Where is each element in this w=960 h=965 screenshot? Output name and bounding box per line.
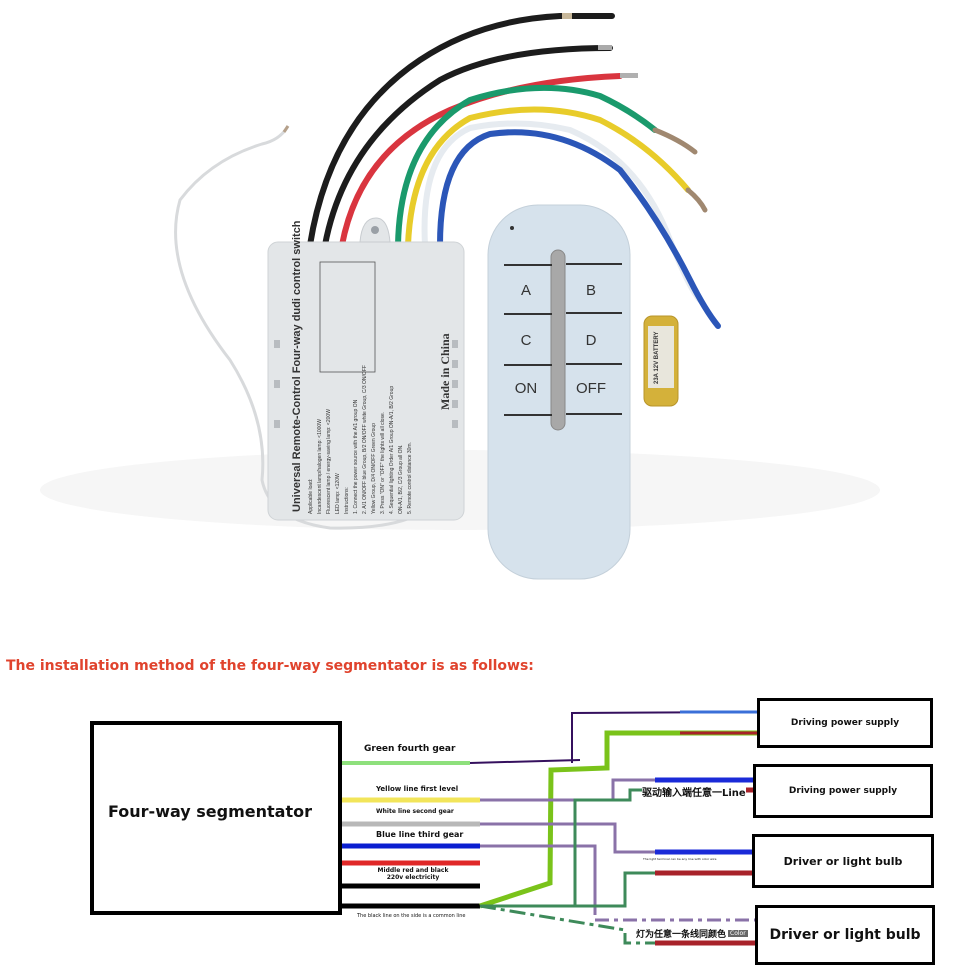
yellow-wire-tip xyxy=(685,187,708,213)
remote-led xyxy=(510,226,514,230)
remote-button-d: D xyxy=(585,332,597,349)
module-made-in: Made in China xyxy=(438,333,452,410)
green-wire-tip xyxy=(652,127,698,155)
drive-input-note: 驱动输入端任意一Line xyxy=(642,784,746,799)
blue-wire-label: Blue line third gear xyxy=(376,830,464,839)
module-instruction-line: 4. Sequential lighting Order A/1 Group O… xyxy=(389,385,395,514)
module-instruction-line: Incandescent lamp/halogen lamp: <1000W xyxy=(317,419,323,514)
remote-button-lines xyxy=(504,263,622,416)
wiring-schematic xyxy=(319,261,376,373)
target-label-1: Driving power supply xyxy=(790,718,900,728)
red-wire-tip xyxy=(620,73,638,78)
common-to-supply-line xyxy=(479,730,760,909)
target-box-1: Driving power supply xyxy=(757,698,933,748)
black-wire-1 xyxy=(307,13,615,248)
module-instruction-line: Fluorescent lamp / energy-saving lamp: <… xyxy=(326,409,332,514)
green-connection xyxy=(469,759,581,764)
green-wire-label: Green fourth gear xyxy=(364,744,456,754)
yellow-wire-label: Yellow line first level xyxy=(376,785,459,793)
module-instruction-line: LED lamp: <120W xyxy=(335,473,341,514)
module-instruction-line: 3. Press "ON" or "OFF" the lights will a… xyxy=(380,411,386,514)
remote-divider xyxy=(550,249,566,431)
black-wire-2-tip xyxy=(598,45,612,50)
remote-button-on: ON xyxy=(514,380,538,397)
blue-wire xyxy=(437,129,721,329)
segmentator-box-outline xyxy=(90,721,342,915)
antenna-wire xyxy=(174,125,442,530)
remote-button-b: B xyxy=(585,282,596,299)
wiring-diagram: Four-way segmentator Green fourth gear Y… xyxy=(0,690,960,965)
white-wire-label: White line second gear xyxy=(376,808,454,815)
module-instruction-line: 1. Connect the power source with the A/1… xyxy=(353,399,359,514)
module-instructions: Applicable load:Incandescent lamp/haloge… xyxy=(308,365,432,514)
remote-button-a: A xyxy=(520,282,531,299)
blue-to-bulb-line xyxy=(480,844,597,915)
lamp-note-row: 灯为任意一条线同颜色 Color xyxy=(636,927,748,940)
module-vents xyxy=(274,340,458,428)
installation-heading: The installation method of the four-way … xyxy=(6,658,534,674)
battery-label: 23A 12V BATTERY xyxy=(654,331,660,384)
module-title: Universal Remote-Control Four-way dudi c… xyxy=(291,220,303,512)
lamp-note: 灯为任意一条线同颜色 xyxy=(636,927,727,940)
remote-button-off: OFF xyxy=(576,380,606,397)
target-label-2: Driving power supply xyxy=(788,786,898,796)
segmentator-label: Four-way segmentator xyxy=(108,802,312,821)
common-to-bulb2-line xyxy=(479,904,760,945)
target-label-3: Driver or light bulb xyxy=(783,854,903,868)
target-box-3: Driver or light bulb xyxy=(752,834,934,888)
module-instruction-line: 2. A/1 ON/OFF blue Group, B/2 ON/OFF whi… xyxy=(362,365,368,514)
module-instruction-line: Yellow Group, D/4 ON/OFF Green Group xyxy=(371,423,377,514)
antenna-tip xyxy=(282,125,290,133)
white-to-bulb-line xyxy=(480,822,760,854)
common-to-supply2-line xyxy=(480,788,760,908)
module-instruction-line: ON-A/1, B/2, C/3 Group all ON. xyxy=(398,444,404,514)
battery-label-area xyxy=(648,326,674,388)
red-black-wire-label: Middle red and black 220v electricity xyxy=(377,867,449,881)
red-wire xyxy=(339,73,623,248)
common-to-bulb1-line xyxy=(480,871,760,908)
light-terminal-note: The light terminal can be any line with … xyxy=(643,857,717,861)
target-label-4: Driver or light bulb xyxy=(769,927,921,943)
yellow-wire xyxy=(405,106,691,248)
module-instruction-line: Instructions: xyxy=(344,487,350,514)
black-wire-2 xyxy=(322,45,613,248)
product-photo: Universal Remote-Control Four-way dudi c… xyxy=(174,13,721,580)
common-wire-label: The black line on the side is a common l… xyxy=(357,913,466,919)
green-to-supply-line xyxy=(571,711,761,763)
module-instruction-line: Applicable load: xyxy=(308,478,314,514)
green-wire xyxy=(395,84,658,248)
remote-button-c: C xyxy=(520,332,532,349)
module-instruction-line: 5. Remote control distance 30m. xyxy=(407,442,413,514)
black-wire-1-tip xyxy=(562,13,572,19)
mount-hole xyxy=(371,226,379,234)
target-box-2: Driving power supply xyxy=(753,764,933,818)
color-word: Color xyxy=(728,930,748,937)
product-photo-svg xyxy=(174,13,721,580)
target-box-4: Driver or light bulb xyxy=(755,905,935,965)
